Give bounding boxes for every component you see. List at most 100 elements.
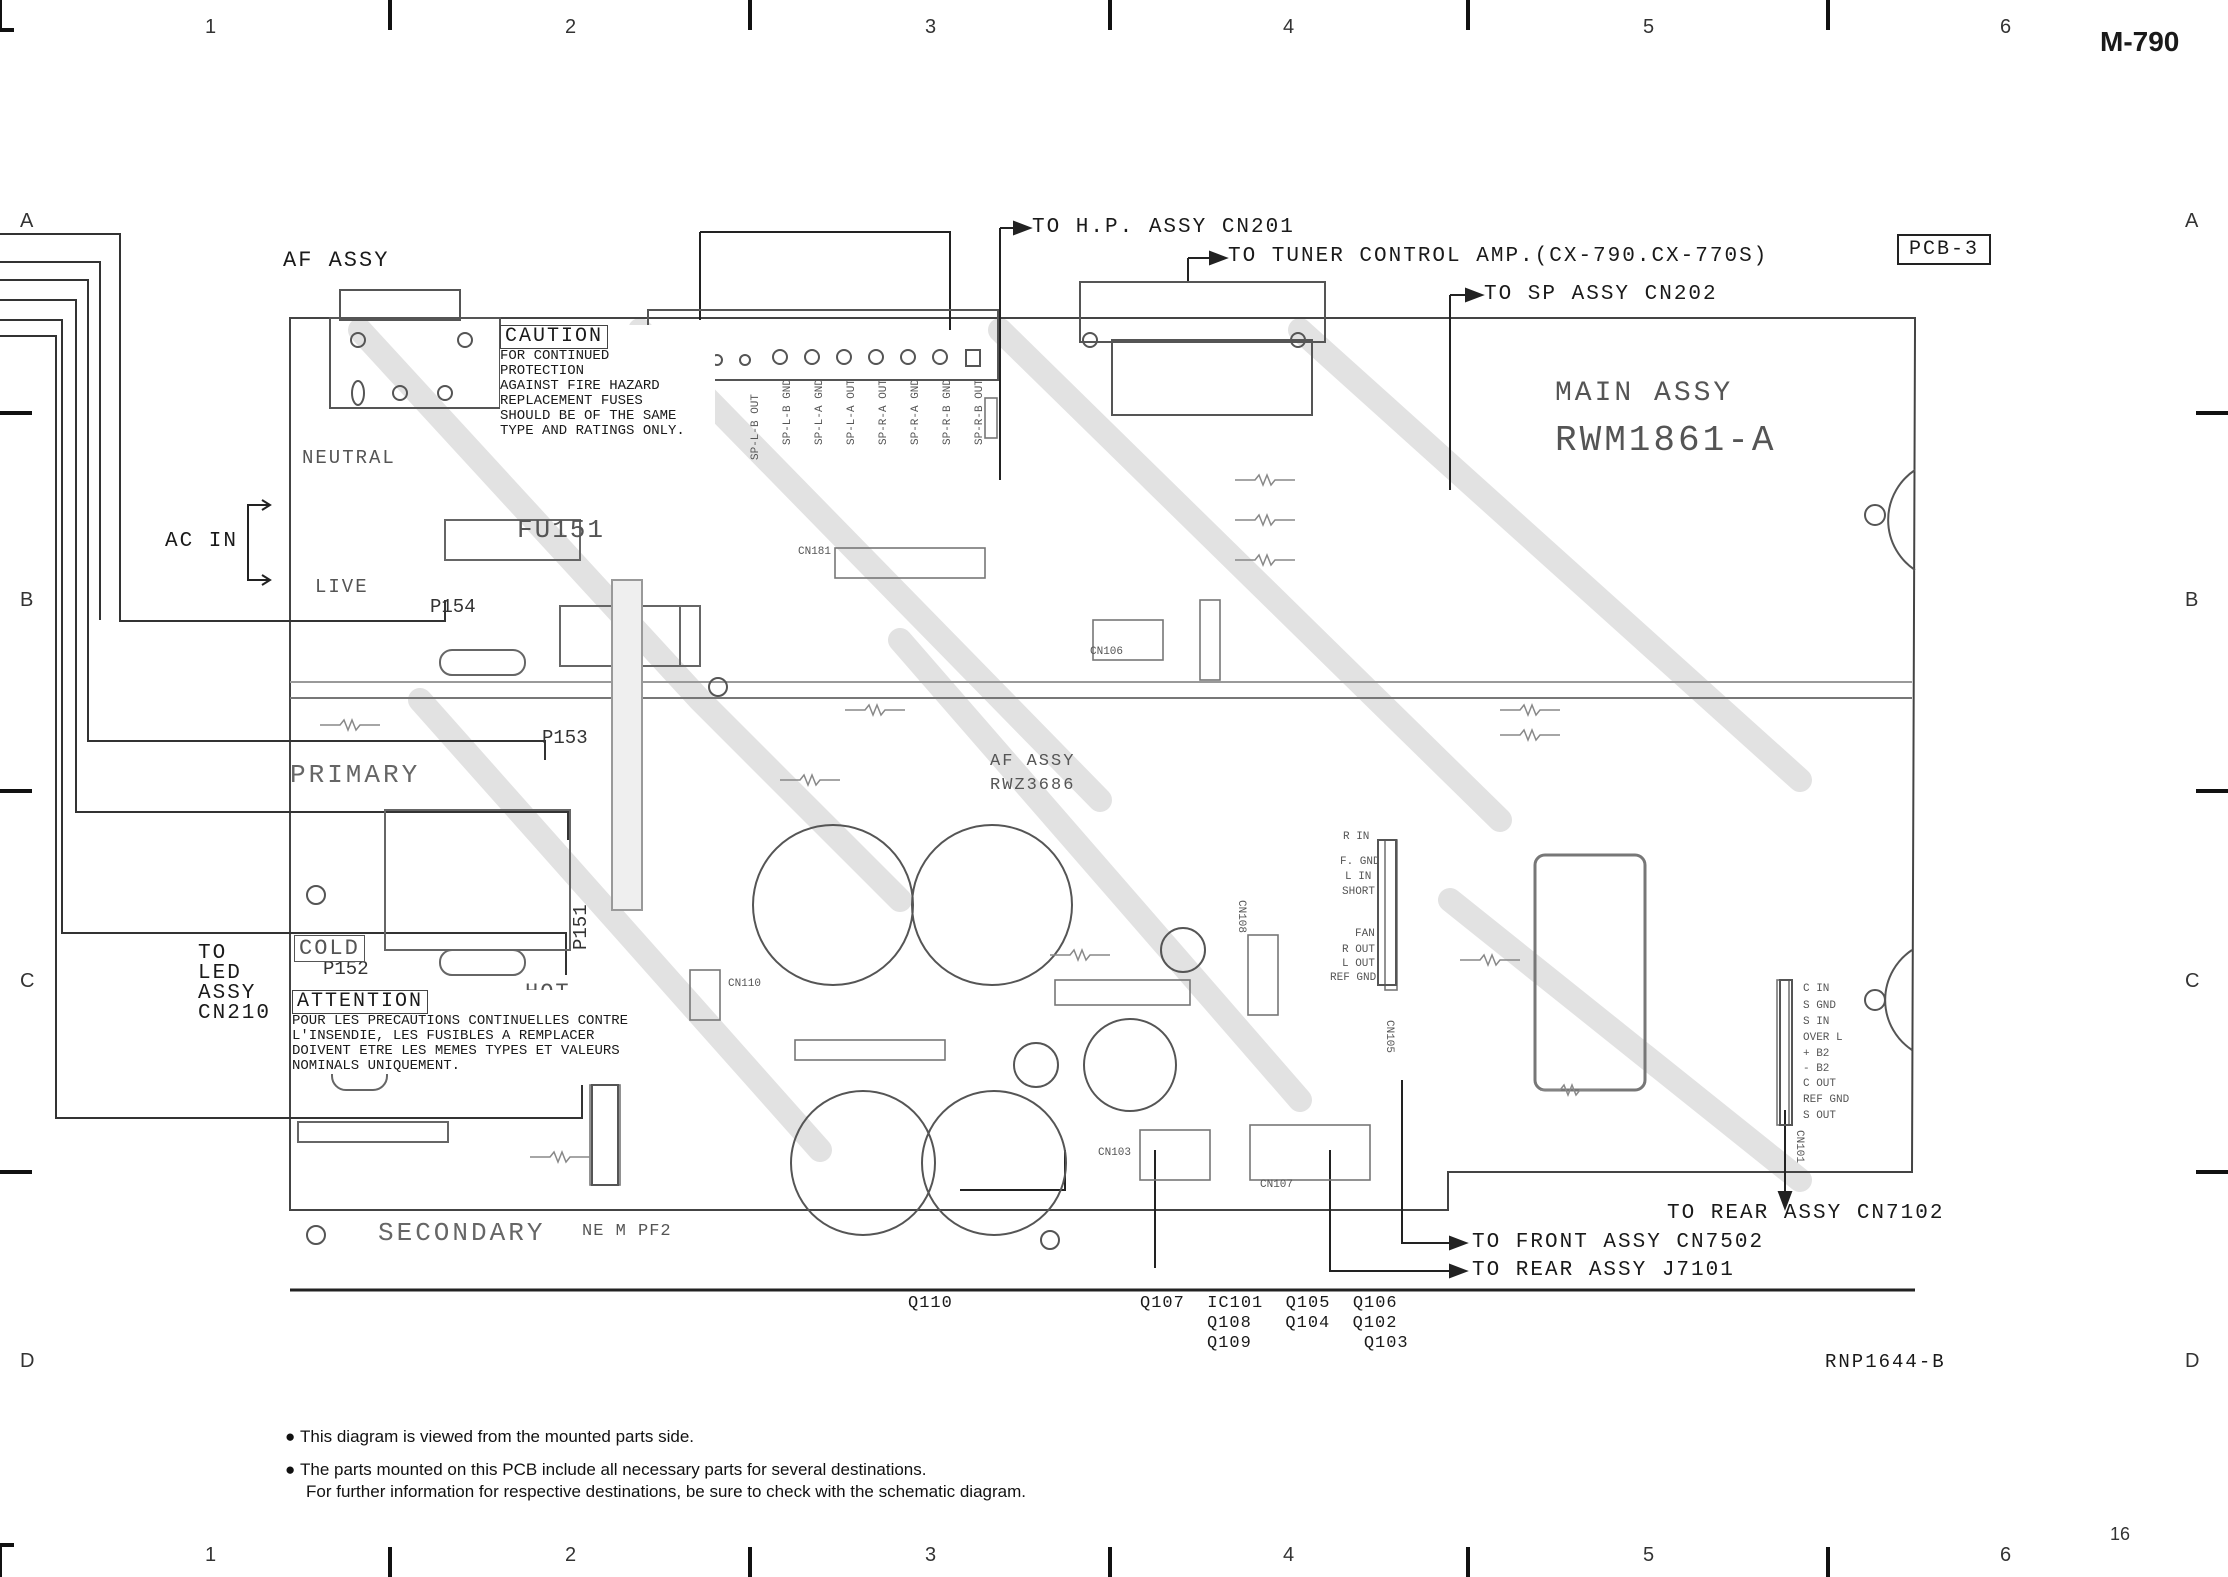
mid-pin-7: L OUT bbox=[1342, 958, 1376, 970]
capacitors bbox=[752, 824, 1206, 1236]
rear-pin-6: - B2 bbox=[1803, 1063, 1830, 1075]
attention-title: ATTENTION bbox=[292, 990, 429, 1014]
sp-pin-3: SP-L-A GND bbox=[814, 378, 826, 445]
pcb-tag: PCB-3 bbox=[1897, 234, 1992, 265]
grid-col-5-top: 5 bbox=[1643, 16, 1655, 38]
sp-pin-1: SP-L-B OUT bbox=[750, 393, 762, 460]
caution-line-6: TYPE AND RATINGS ONLY. bbox=[500, 423, 685, 439]
note-1: ● This diagram is viewed from the mounte… bbox=[285, 1427, 694, 1447]
grid-row-a-left: A bbox=[20, 210, 34, 232]
caution-line-5: SHOULD BE OF THE SAME bbox=[500, 408, 677, 424]
to-led-label-4: CN210 bbox=[198, 1002, 272, 1025]
grid-row-d-left: D bbox=[20, 1350, 35, 1372]
af-assy-title: AF ASSY bbox=[283, 248, 390, 273]
cn181-label: CN181 bbox=[798, 546, 832, 558]
attention-line-2: L'INSENDIE, LES FUSIBLES A REMPLACER bbox=[292, 1028, 595, 1044]
part-q110: Q110 bbox=[908, 1294, 953, 1313]
cn105-label: CN105 bbox=[1383, 1020, 1395, 1054]
sp-pin-8: SP-R-B OUT bbox=[974, 378, 986, 445]
board-outline bbox=[289, 317, 1916, 1211]
cn105-connector bbox=[591, 839, 1793, 1186]
sp-pin-2: SP-L-B GND bbox=[782, 378, 794, 445]
primary-label: PRIMARY bbox=[290, 760, 421, 790]
mid-pin-5: FAN bbox=[1355, 928, 1375, 940]
grid-col-5-bottom: 5 bbox=[1643, 1544, 1655, 1566]
p152-label: P152 bbox=[323, 958, 369, 980]
live-label: LIVE bbox=[315, 576, 369, 598]
grid-row-b-right: B bbox=[2185, 589, 2199, 611]
sp-pin-7: SP-R-B GND bbox=[942, 378, 954, 445]
parts-row-2: Q108 Q104 Q102 bbox=[1207, 1314, 1398, 1333]
mid-pin-6: R OUT bbox=[1342, 944, 1376, 956]
ac-in-label: AC IN bbox=[165, 530, 239, 553]
af-assy-inner-part: RWZ3686 bbox=[990, 776, 1076, 795]
attention-box: ATTENTION POUR LES PRECAUTIONS CONTINUEL… bbox=[292, 990, 632, 1074]
secondary-note: NE M PF2 bbox=[582, 1222, 672, 1241]
cn106-label: CN106 bbox=[1090, 646, 1124, 658]
note-2-continuation: For further information for respective d… bbox=[306, 1482, 1026, 1501]
to-sp-assy-label: TO SP ASSY CN202 bbox=[1484, 283, 1718, 306]
neutral-label: NEUTRAL bbox=[302, 447, 396, 469]
rear-pin-5: + B2 bbox=[1803, 1048, 1830, 1060]
grid-col-6-bottom: 6 bbox=[2000, 1544, 2012, 1566]
attention-line-1: POUR LES PRECAUTIONS CONTINUELLES CONTRE bbox=[292, 1013, 629, 1029]
note-1-text: This diagram is viewed from the mounted … bbox=[300, 1427, 695, 1446]
grid-row-c-left: C bbox=[20, 970, 35, 992]
to-hp-assy-label: TO H.P. ASSY CN201 bbox=[1032, 216, 1295, 239]
grid-col-4-top: 4 bbox=[1283, 16, 1295, 38]
note-2-text: The parts mounted on this PCB include al… bbox=[300, 1460, 927, 1479]
to-rear-j7101-label: TO REAR ASSY J7101 bbox=[1472, 1259, 1735, 1282]
top-arrows bbox=[699, 220, 1485, 490]
bottom-arrows bbox=[960, 1080, 1793, 1279]
board-code: RNP1644-B bbox=[1825, 1351, 1946, 1373]
page-number: 16 bbox=[2110, 1524, 2131, 1544]
mid-pin-4: SHORT bbox=[1342, 886, 1376, 898]
caution-title: CAUTION bbox=[500, 325, 609, 349]
grid-col-2-top: 2 bbox=[565, 16, 577, 38]
grid-row-a-right: A bbox=[2185, 210, 2199, 232]
fuse-label: FU151 bbox=[517, 515, 606, 545]
cn107-label: CN107 bbox=[1260, 1179, 1294, 1191]
mid-pin-2: F. GND bbox=[1340, 856, 1380, 868]
parts-row-1: Q107 IC101 Q105 Q106 bbox=[1140, 1294, 1398, 1313]
grid-col-6-top: 6 bbox=[2000, 16, 2012, 38]
tuner-connector bbox=[1079, 281, 1326, 416]
grid-row-b-left: B bbox=[20, 589, 34, 611]
grid-col-4-bottom: 4 bbox=[1283, 1544, 1295, 1566]
cn101-label: CN101 bbox=[1793, 1130, 1805, 1164]
rear-pin-9: S OUT bbox=[1803, 1110, 1837, 1122]
note-2: ● The parts mounted on this PCB include … bbox=[285, 1460, 927, 1480]
mid-pin-8: REF GND bbox=[1330, 972, 1377, 984]
mounting-holes bbox=[306, 469, 1916, 1250]
p154-label: P154 bbox=[430, 596, 476, 618]
faint-traces bbox=[348, 318, 1812, 1192]
to-led-label-3: ASSY bbox=[198, 982, 257, 1005]
rear-pin-3: S IN bbox=[1803, 1016, 1830, 1028]
model-title: M-790 bbox=[2100, 26, 2180, 57]
rear-pin-7: C OUT bbox=[1803, 1078, 1837, 1090]
sp-pin-5: SP-R-A OUT bbox=[878, 378, 890, 445]
rear-pin-8: REF GND bbox=[1803, 1094, 1850, 1106]
grid-col-3-top: 3 bbox=[925, 16, 937, 38]
caution-box: CAUTION FOR CONTINUED PROTECTION AGAINST… bbox=[500, 325, 715, 439]
grid-col-3-bottom: 3 bbox=[925, 1544, 937, 1566]
grid-row-c-right: C bbox=[2185, 970, 2200, 992]
cn110-label: CN110 bbox=[728, 978, 762, 990]
sp-pin-4: SP-L-A OUT bbox=[846, 378, 858, 445]
sp-pin-6: SP-R-A GND bbox=[910, 378, 922, 445]
attention-line-4: NOMINALS UNIQUEMENT. bbox=[292, 1058, 461, 1074]
secondary-label: SECONDARY bbox=[378, 1218, 546, 1248]
resistors bbox=[320, 472, 1600, 1165]
caution-line-2: PROTECTION bbox=[500, 363, 585, 379]
grid-row-d-right: D bbox=[2185, 1350, 2200, 1372]
to-tuner-label: TO TUNER CONTROL AMP.(CX-790.CX-770S) bbox=[1228, 245, 1769, 268]
transformer-area bbox=[297, 519, 701, 1143]
bullet-icon: ● bbox=[285, 1460, 300, 1479]
to-led-label-2: LED bbox=[198, 962, 242, 985]
cn103-label: CN103 bbox=[1098, 1147, 1132, 1159]
attention-line-3: DOIVENT ETRE LES MEMES TYPES ET VALEURS bbox=[292, 1043, 620, 1059]
to-front-assy-label: TO FRONT ASSY CN7502 bbox=[1472, 1231, 1765, 1254]
grid-col-1-bottom: 1 bbox=[205, 1544, 217, 1566]
